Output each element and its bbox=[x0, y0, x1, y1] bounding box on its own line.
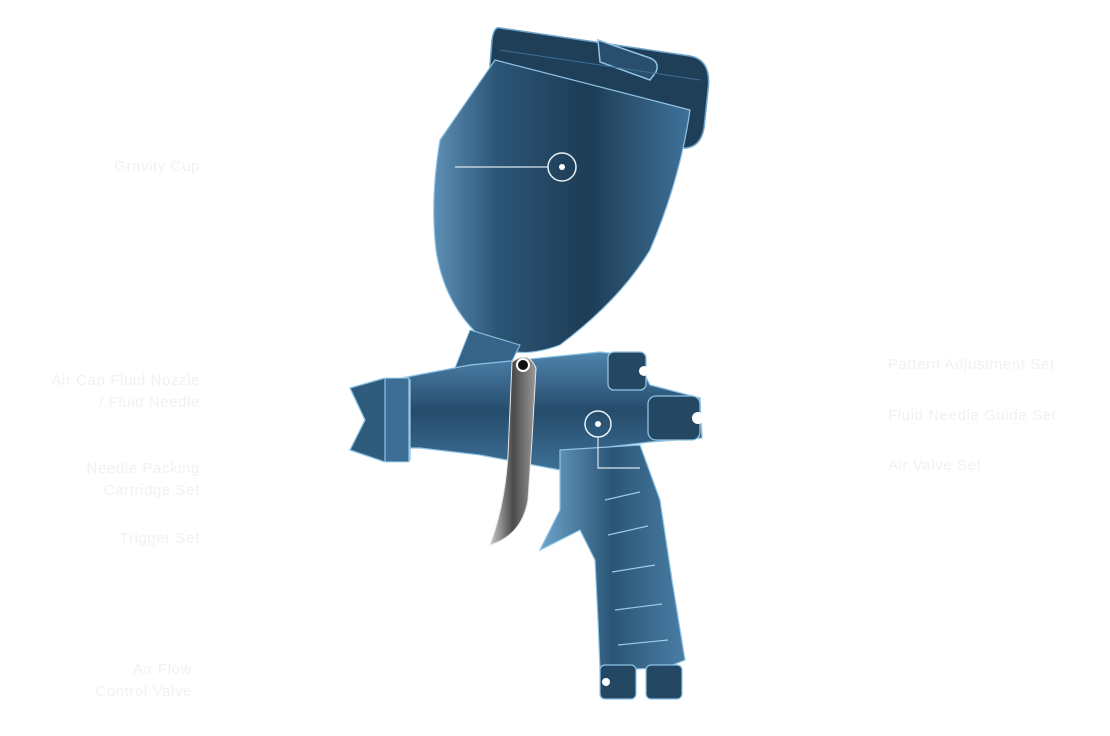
label-packing-line1: Needle Packing bbox=[86, 460, 200, 477]
pattern-adjustment-knob bbox=[607, 351, 649, 391]
label-nozzle-line1: Air Cap Fluid Nozzle bbox=[51, 372, 200, 389]
label-trigger: Trigger Set bbox=[119, 530, 200, 547]
handle-grip-lines bbox=[604, 491, 669, 646]
fluid-needle-guide-knob bbox=[647, 395, 704, 441]
trigger bbox=[489, 356, 537, 546]
label-fluid-needle-guide: Fluid Needle Guide Set bbox=[888, 407, 1057, 424]
gun-handle bbox=[538, 444, 686, 671]
label-air-valve: Air Valve Set bbox=[888, 457, 982, 474]
air-cap-nozzle bbox=[349, 377, 411, 463]
trigger-pivot bbox=[516, 358, 530, 372]
label-airflow-line2: Control Valve bbox=[95, 683, 192, 700]
label-pattern-adjustment: Pattern Adjustment Set bbox=[888, 356, 1055, 373]
label-airflow-line1: Air Flow bbox=[133, 661, 192, 678]
air-flow-control-valve bbox=[599, 664, 683, 700]
label-gravity-cup: Gravity Cup bbox=[114, 158, 200, 175]
callout-gravity-cup bbox=[455, 152, 577, 182]
label-nozzle-line2: / Fluid Needle bbox=[99, 394, 200, 411]
label-packing-line2: Cartridge Set bbox=[103, 482, 200, 499]
callout-air-valve bbox=[584, 410, 640, 469]
gravity-cup bbox=[433, 59, 691, 354]
